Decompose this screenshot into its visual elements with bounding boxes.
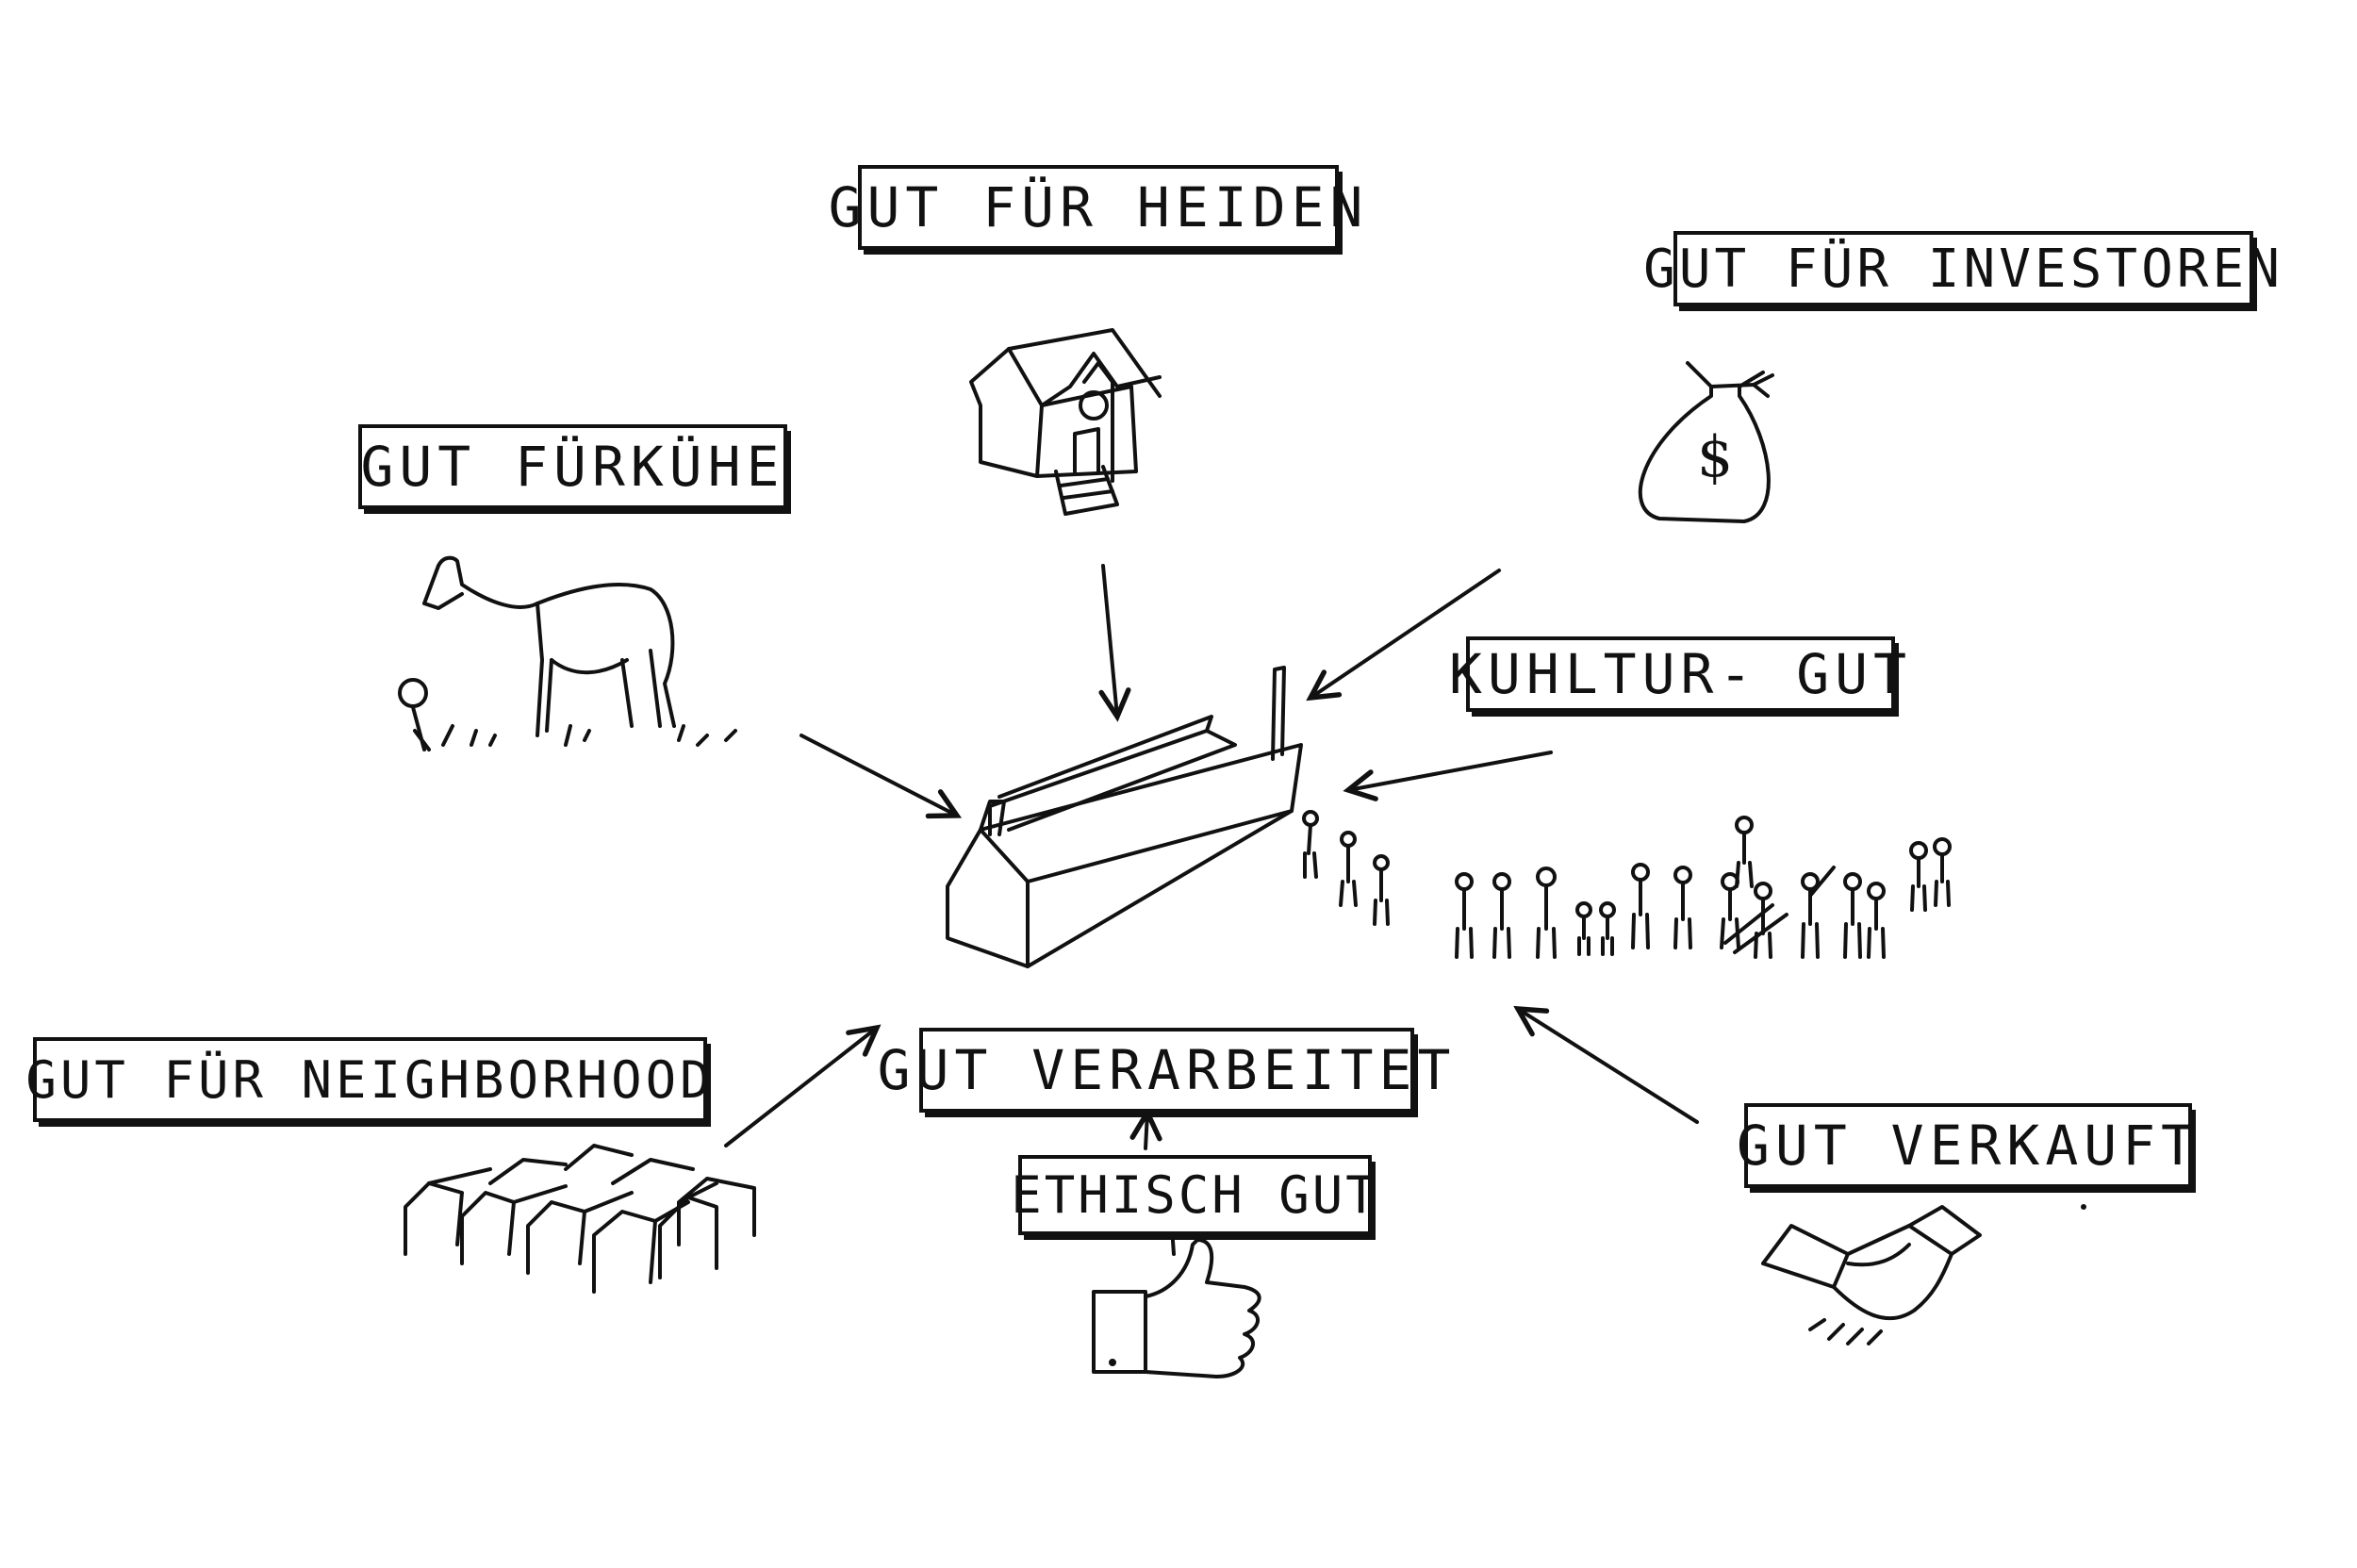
label-kultur-gut: KUHLTUR- GUT	[1449, 636, 1906, 712]
arrow-verkauft	[1518, 1009, 1699, 1124]
label-gut-fuer-heiden: GUT FÜR HEIDEN	[829, 165, 1362, 250]
church-house-icon	[969, 328, 1162, 516]
label-gut-fuer-kuehe: GUT FÜRKÜHE	[358, 424, 787, 509]
label-gut-fuer-neighborhood: GUT FÜR NEIGHBORHOOD	[25, 1037, 711, 1122]
handshake-icon	[1761, 1205, 1982, 1345]
label-text-kultur: KUHLTUR- GUT	[1448, 642, 1913, 706]
crowd-people-icon	[1302, 810, 1952, 959]
label-text-neighborhood: GUT FÜR NEIGHBORHOOD	[25, 1049, 715, 1110]
arrow-ethisch	[1146, 1113, 1147, 1150]
arrow-neighborhood	[724, 1028, 877, 1147]
label-gut-verkauft: GUT VERKAUFT	[1737, 1103, 2194, 1188]
thumbs-up-icon	[1092, 1186, 1261, 1378]
money-bag-icon: $	[1638, 361, 1774, 523]
neighborhood-houses-icon	[404, 1144, 756, 1294]
label-ethisch-gut: ETHISCH GUT	[1011, 1155, 1376, 1235]
label-text-investoren: GUT FÜR INVESTOREN	[1643, 238, 2283, 300]
cow-icon	[398, 555, 737, 751]
label-text-verkauft: GUT VERKAUFT	[1736, 1114, 2200, 1178]
dollar-sign: $	[1697, 424, 1733, 490]
label-gut-fuer-investoren: GUT FÜR INVESTOREN	[1643, 231, 2280, 306]
arrow-heiden	[1103, 564, 1117, 717]
farm-barn-icon	[946, 666, 1303, 968]
arrow-investoren	[1310, 569, 1501, 698]
stray-dot	[2081, 1204, 2086, 1210]
label-text-verarbeitet: GUT VERARBEITET	[877, 1038, 1457, 1102]
label-text-ethisch: ETHISCH GUT	[1011, 1165, 1379, 1225]
label-text-heiden: GUT FÜR HEIDEN	[828, 175, 1369, 239]
label-text-kuehe: GUT FÜRKÜHE	[360, 435, 785, 499]
label-gut-verarbeitet: GUT VERARBEITET	[878, 1028, 1450, 1113]
arrow-kultur	[1348, 751, 1553, 790]
arrow-kuehe	[799, 734, 957, 816]
